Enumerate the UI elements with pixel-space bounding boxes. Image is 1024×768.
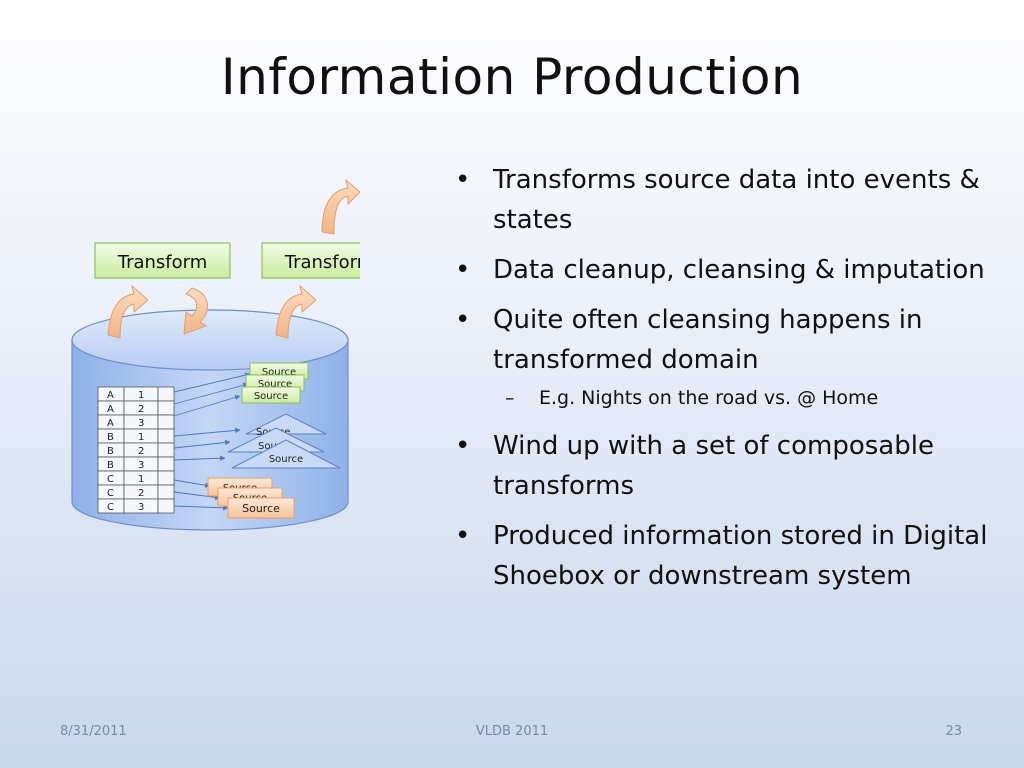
table-key-cell: B bbox=[107, 460, 114, 471]
table-value-cell: 3 bbox=[138, 502, 144, 513]
source-stack-orange: Source Source Source bbox=[207, 477, 295, 519]
table-value-cell: 1 bbox=[138, 390, 144, 401]
table-value-cell: 2 bbox=[138, 488, 144, 499]
bullet-item: • Transforms source data into events & s… bbox=[455, 160, 1015, 240]
table-key-cell: C bbox=[107, 474, 114, 485]
bullet-text: Wind up with a set of composable transfo… bbox=[493, 431, 934, 501]
table-key-cell: A bbox=[107, 390, 114, 401]
bullet-dot-icon: • bbox=[455, 165, 471, 195]
bullet-item: • Quite often cleansing happens in trans… bbox=[455, 300, 1015, 380]
bullet-dot-icon: • bbox=[455, 431, 471, 461]
bullet-text: Transforms source data into events & sta… bbox=[493, 165, 980, 235]
source-label: Source bbox=[258, 379, 292, 390]
table-key-cell: B bbox=[107, 432, 114, 443]
sub-bullet-item: – E.g. Nights on the road vs. @ Home bbox=[455, 384, 1015, 412]
transform-box-left: Transform bbox=[94, 242, 231, 279]
footer-page-number: 23 bbox=[945, 724, 962, 739]
source-label: Source bbox=[269, 454, 303, 465]
sub-bullet-text: E.g. Nights on the road vs. @ Home bbox=[539, 387, 879, 409]
arrow-up-top-icon bbox=[321, 178, 360, 235]
source-stack-green: Source Source Source bbox=[241, 362, 309, 404]
bullet-dot-icon: • bbox=[455, 521, 471, 551]
bullet-dot-icon: • bbox=[455, 305, 471, 335]
table-key-cell: C bbox=[107, 488, 114, 499]
bullet-item: • Produced information stored in Digital… bbox=[455, 516, 1015, 596]
source-stack-blue: Source Source Source bbox=[227, 413, 341, 469]
bullet-item: • Data cleanup, cleansing & imputation bbox=[455, 250, 1015, 290]
bullet-text: Quite often cleansing happens in transfo… bbox=[493, 305, 923, 375]
transform-box-right: Transform bbox=[261, 242, 360, 279]
source-label: Source bbox=[242, 502, 280, 515]
table-value-cell: 1 bbox=[138, 432, 144, 443]
bullet-text: Produced information stored in Digital S… bbox=[493, 521, 988, 591]
footer-date: 8/31/2011 bbox=[60, 724, 127, 739]
footer-conference: VLDB 2011 bbox=[475, 724, 549, 739]
source-label: Source bbox=[254, 391, 288, 402]
transform-label: Transform bbox=[117, 252, 208, 273]
source-label: Source bbox=[262, 367, 296, 378]
bullet-list: • Transforms source data into events & s… bbox=[455, 160, 1015, 606]
table-value-cell: 2 bbox=[138, 446, 144, 457]
bullet-text: Data cleanup, cleansing & imputation bbox=[493, 255, 985, 285]
connector-arrows bbox=[173, 372, 251, 511]
arrow-up-left-icon bbox=[107, 284, 149, 339]
table-key-cell: A bbox=[107, 404, 114, 415]
table-key-cell: B bbox=[107, 446, 114, 457]
transform-label: Transform bbox=[284, 252, 360, 273]
bullet-dot-icon: • bbox=[455, 255, 471, 285]
bullet-item: • Wind up with a set of composable trans… bbox=[455, 426, 1015, 506]
table-key-cell: A bbox=[107, 418, 114, 429]
table-value-cell: 1 bbox=[138, 474, 144, 485]
slide-title: Information Production bbox=[220, 48, 804, 106]
arrow-curve-down-icon bbox=[183, 287, 208, 335]
table-value-cell: 3 bbox=[138, 460, 144, 471]
arrow-up-right-icon bbox=[275, 284, 317, 339]
table-value-cell: 2 bbox=[138, 404, 144, 415]
table-value-cell: 3 bbox=[138, 418, 144, 429]
table-key-cell: C bbox=[107, 502, 114, 513]
dash-icon: – bbox=[505, 387, 515, 409]
